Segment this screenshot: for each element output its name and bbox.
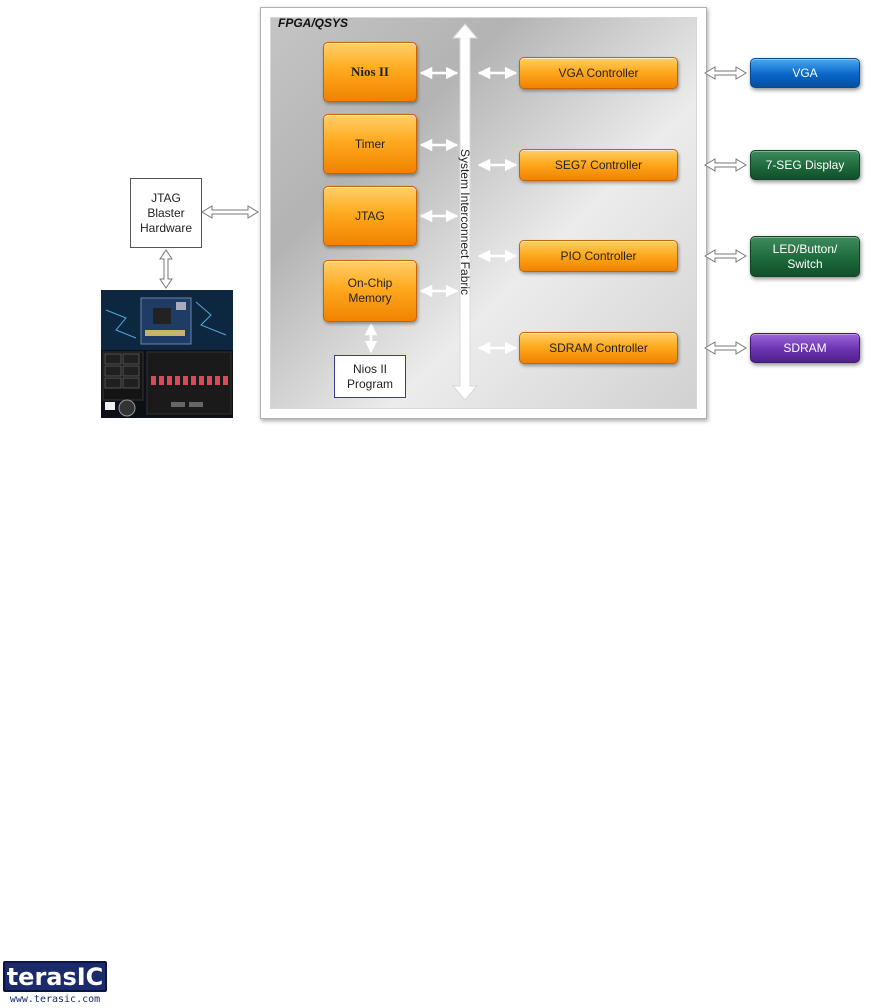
seg7-controller-block: SEG7 Controller bbox=[519, 149, 678, 181]
seg-external-arrow bbox=[704, 158, 747, 172]
fabric-label-text: System Interconnect Fabric bbox=[458, 148, 472, 296]
jtag-blaster-hardware-box: JTAG Blaster Hardware bbox=[130, 178, 202, 248]
pio-controller-label: PIO Controller bbox=[560, 248, 637, 263]
vga-external-arrow bbox=[704, 66, 747, 80]
jtag-hw-screen-arrow bbox=[159, 249, 173, 289]
led-button-switch-label: LED/Button/ Switch bbox=[772, 242, 838, 271]
nios-ii-program-box: Nios II Program bbox=[334, 355, 406, 398]
sdram-label: SDRAM bbox=[783, 340, 827, 355]
external-arrows bbox=[159, 66, 747, 355]
nios-ii-program-label: Nios II Program bbox=[346, 361, 393, 391]
jtag-blaster-hardware-label: JTAG Blaster Hardware bbox=[139, 190, 193, 235]
on-chip-memory-block: On-Chip Memory bbox=[323, 260, 417, 322]
jtag-label: JTAG bbox=[355, 208, 385, 223]
seven-seg-display-block: 7-SEG Display bbox=[750, 150, 860, 180]
vga-controller-block: VGA Controller bbox=[519, 57, 678, 89]
seven-seg-display-label: 7-SEG Display bbox=[765, 157, 845, 172]
internal-arrows bbox=[364, 66, 518, 355]
sdram-external-arrow bbox=[704, 341, 747, 355]
jtag-block: JTAG bbox=[323, 186, 417, 246]
vga-label: VGA bbox=[792, 65, 818, 80]
led-button-switch-block: LED/Button/ Switch bbox=[750, 236, 860, 277]
timer-label: Timer bbox=[354, 136, 386, 151]
vga-controller-label: VGA Controller bbox=[558, 65, 639, 80]
sdram-controller-block: SDRAM Controller bbox=[519, 332, 678, 364]
logo-url: www.terasic.com bbox=[9, 994, 101, 1005]
nios-ii-block: Nios II bbox=[323, 42, 417, 102]
sdram-block: SDRAM bbox=[750, 333, 860, 363]
terasic-logo: terasIC bbox=[3, 961, 107, 992]
control-panel-image bbox=[101, 290, 233, 418]
pio-controller-block: PIO Controller bbox=[519, 240, 678, 272]
nios-ii-label: Nios II bbox=[351, 63, 389, 79]
sdram-controller-label: SDRAM Controller bbox=[549, 340, 648, 355]
logo-text: terasIC bbox=[6, 962, 104, 991]
vga-block: VGA bbox=[750, 58, 860, 88]
panel-title: FPGA/QSYS bbox=[278, 16, 349, 30]
on-chip-memory-label: On-Chip Memory bbox=[347, 276, 393, 305]
seg7-controller-label: SEG7 Controller bbox=[554, 157, 643, 172]
fabric-bus-arrow bbox=[451, 23, 479, 401]
led-external-arrow bbox=[704, 249, 747, 263]
control-panel-screenshot bbox=[101, 290, 233, 418]
jtag-hw-panel-arrow bbox=[201, 205, 259, 219]
timer-block: Timer bbox=[323, 114, 417, 174]
